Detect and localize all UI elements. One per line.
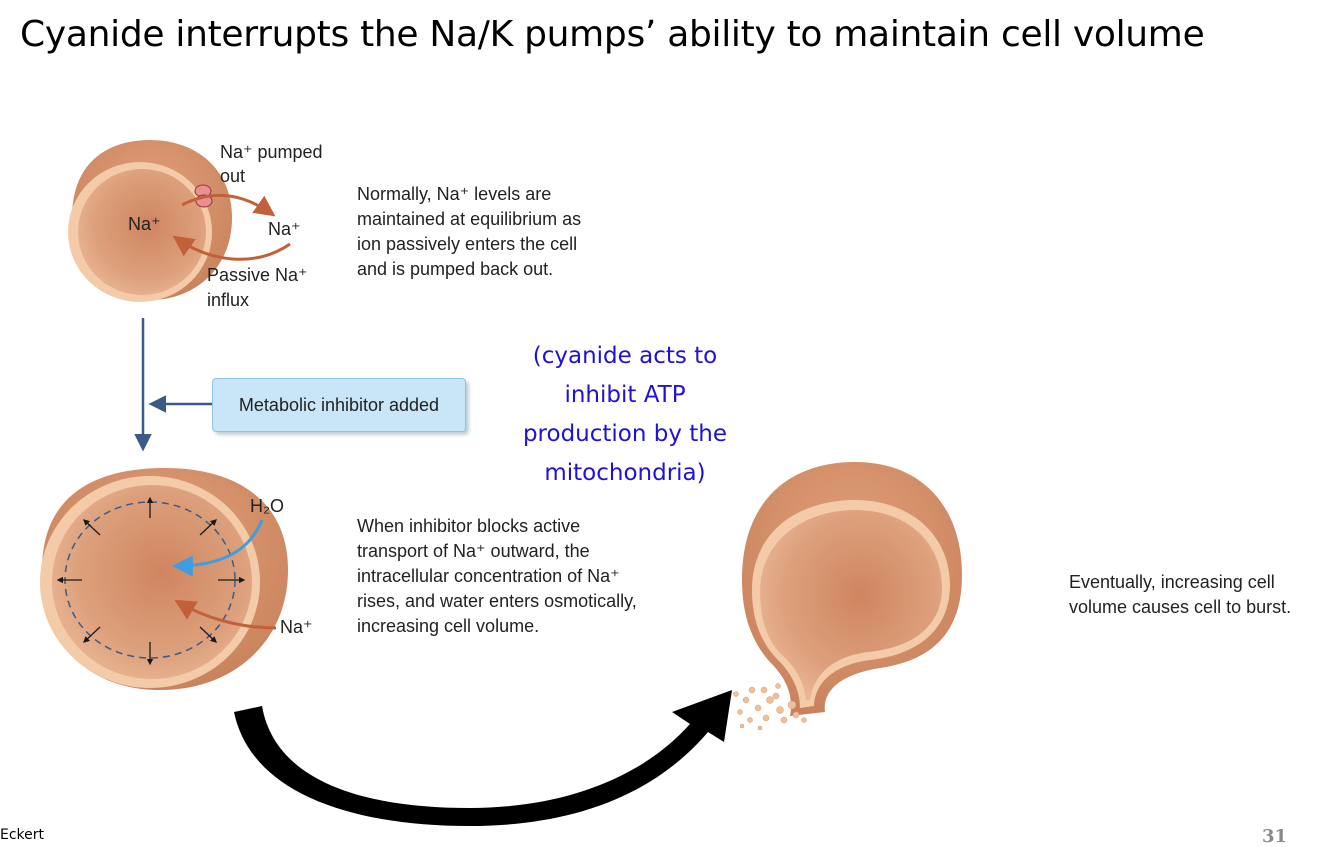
metabolic-inhibitor-box: Metabolic inhibitor added [212, 378, 466, 432]
na-k-pump [194, 184, 213, 208]
passive-influx-arrow [172, 235, 291, 261]
water-influx-arrow [171, 519, 264, 577]
burst-cell [733, 462, 962, 731]
top-cell: Na⁺ pumped out Na⁺ Na⁺ Passive Na⁺ influ… [68, 140, 323, 310]
na-label: Na⁺ [280, 617, 313, 637]
expansion-arrows [56, 496, 246, 666]
burst-caption: Eventually, increasing cell volume cause… [1069, 572, 1292, 617]
burst-debris [733, 683, 807, 731]
passive-influx-label-line1: Passive Na⁺ [207, 265, 308, 285]
pump-out-arrow [181, 193, 276, 217]
na-pumped-label-line1: Na⁺ pumped [220, 142, 323, 162]
na-influx-arrow [174, 599, 277, 630]
normal-state-caption: Normally, Na⁺ levels are maintained at e… [357, 184, 582, 279]
water-label: H₂O [250, 496, 284, 516]
burst-cell-core [760, 510, 942, 700]
na-outside-label: Na⁺ [268, 219, 301, 239]
inhibited-state-caption: When inhibitor blocks active transport o… [357, 516, 637, 636]
na-inside-label: Na⁺ [128, 214, 161, 234]
passive-influx-label-line2: influx [207, 290, 249, 310]
transition-arrow [234, 690, 732, 826]
footer-author: Eckert [0, 827, 45, 843]
middle-cell-interior [52, 485, 252, 679]
slide-title: Cyanide interrupts the Na/K pumps’ abili… [20, 14, 1205, 55]
middle-cell: H₂O Na⁺ [40, 468, 313, 690]
page-number: 31 [1262, 826, 1288, 847]
top-cell-interior [78, 169, 206, 295]
na-pumped-label-line2: out [220, 166, 245, 186]
cyanide-note: (cyanide acts to inhibit ATP production … [522, 343, 728, 486]
